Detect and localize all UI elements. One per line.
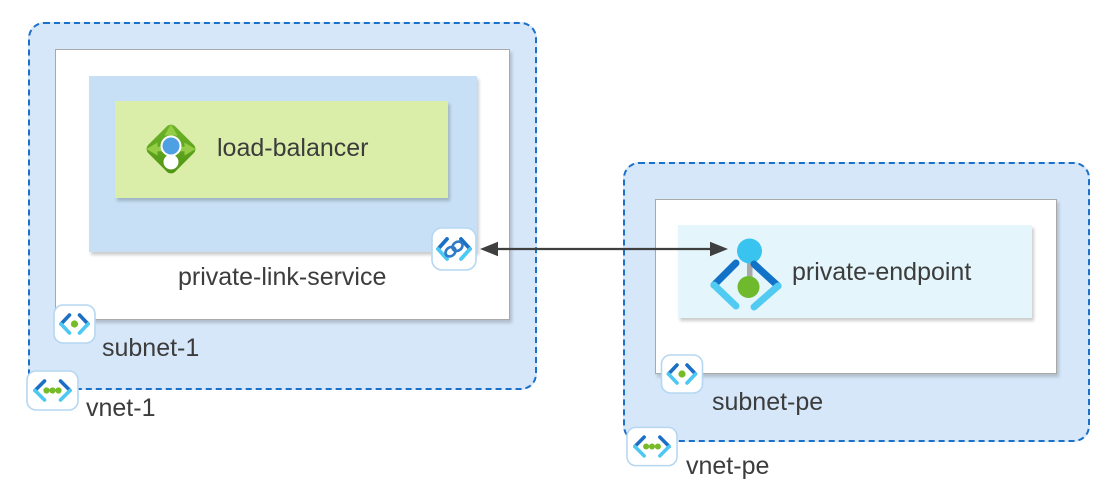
connection-arrow — [474, 237, 734, 261]
load-balancer-icon — [139, 117, 203, 181]
subnet-icon — [660, 354, 704, 394]
subnet-pe-label: subnet-pe — [712, 388, 824, 416]
vnet-1-label: vnet-1 — [86, 394, 156, 422]
private-link-service-icon — [431, 227, 477, 271]
private-endpoint-label: private-endpoint — [792, 258, 972, 286]
vnet-pe-label: vnet-pe — [686, 452, 770, 480]
subnet-icon — [53, 304, 96, 344]
virtual-network-icon — [626, 426, 678, 467]
private-link-service-label: private-link-service — [178, 263, 387, 291]
load-balancer-label: load-balancer — [217, 134, 369, 162]
virtual-network-icon — [26, 370, 79, 411]
private-endpoint-icon — [706, 236, 782, 311]
subnet-1-label: subnet-1 — [102, 334, 200, 362]
